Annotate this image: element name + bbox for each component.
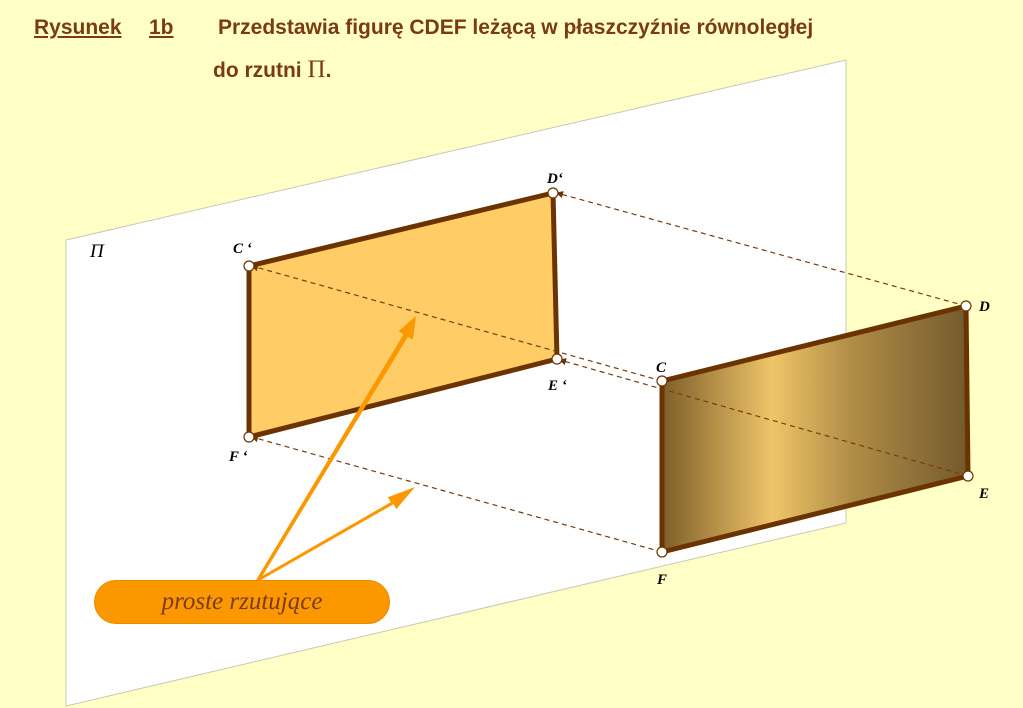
vertex-d xyxy=(960,300,972,312)
vertex-markers xyxy=(243,187,974,558)
header: Rysunek 1b Przedstawia figurę CDEF leżąc… xyxy=(0,0,1023,90)
figure-word: Rysunek xyxy=(34,16,122,39)
title-pi-symbol: Π xyxy=(307,56,326,83)
label-c-prime: C ‘ xyxy=(233,241,252,257)
vertex-d-prime xyxy=(547,187,559,199)
projecting-line-e xyxy=(558,358,969,477)
label-f: F xyxy=(656,572,667,588)
title-line-1: Przedstawia figurę CDEF leżącą w płaszcz… xyxy=(218,16,814,39)
vertex-c-prime xyxy=(243,260,255,272)
projecting-line-f xyxy=(250,435,663,553)
figure-number: 1b xyxy=(149,16,174,39)
projected-figure-edges xyxy=(246,190,560,440)
projecting-line-d xyxy=(555,191,967,307)
title-line-2: do rzutni Π. xyxy=(213,56,331,84)
callout-arrows xyxy=(255,316,416,583)
title-line-2-prefix: do rzutni xyxy=(213,59,302,82)
label-c: C xyxy=(656,360,667,376)
vertex-f-prime xyxy=(243,431,255,443)
edge-dprime-eprime xyxy=(550,190,560,362)
edge-cprime-dprime xyxy=(246,190,556,269)
label-e-prime: E ‘ xyxy=(547,378,567,394)
callout-bubble: proste rzutujące xyxy=(94,580,390,624)
callout-arrow-lower xyxy=(256,487,415,583)
edge-eprime-fprime xyxy=(246,356,560,440)
vertex-e-prime xyxy=(551,353,563,365)
label-d: D xyxy=(978,299,990,315)
projecting-lines xyxy=(250,191,969,553)
vertex-e xyxy=(962,470,974,482)
callout-text: proste rzutujące xyxy=(161,588,323,615)
projecting-line-c xyxy=(250,264,663,382)
vertex-c xyxy=(656,375,668,387)
label-d-prime: D‘ xyxy=(546,171,563,187)
label-f-prime: F ‘ xyxy=(228,449,247,465)
title-period: . xyxy=(325,59,332,82)
callout-arrow-upper xyxy=(255,316,416,582)
label-e: E xyxy=(978,486,989,502)
plane-label: Π xyxy=(89,241,105,262)
vertex-f xyxy=(656,546,668,558)
